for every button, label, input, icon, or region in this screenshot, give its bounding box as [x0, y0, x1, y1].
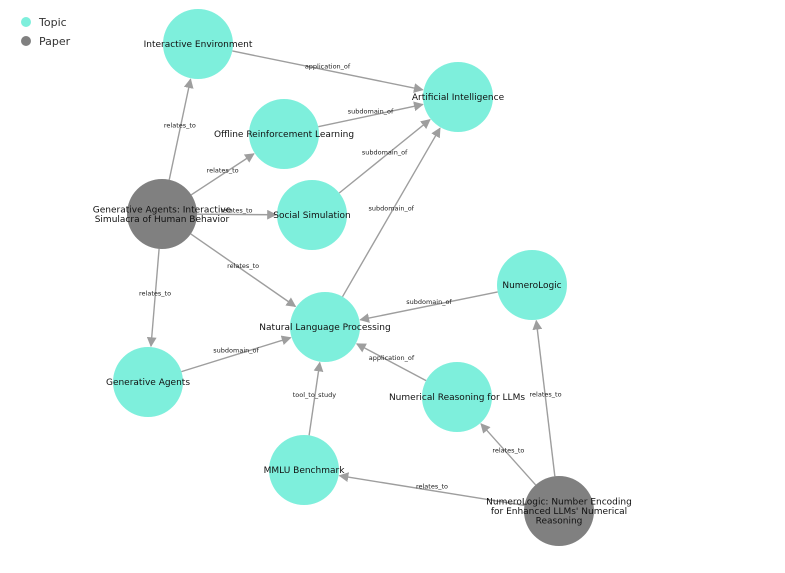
node-label: for Enhanced LLMs' Numerical	[491, 507, 627, 517]
legend-topic-swatch	[21, 17, 31, 27]
node-label: MMLU Benchmark	[264, 466, 346, 476]
edge-generative-agents-paper-to-generative-agents	[146, 248, 160, 348]
edge-generative-agents-paper-to-interactive-environment	[168, 78, 194, 180]
edge-generative-agents-paper-to-offline-rl	[190, 153, 255, 196]
edge-label: application_of	[369, 354, 415, 362]
edge-offline-rl-to-artificial-intelligence	[318, 101, 424, 128]
edge-generative-agents-paper-to-social-simulation	[196, 209, 277, 220]
node-artificial-intelligence[interactable]	[423, 62, 493, 132]
topic-node-circle[interactable]	[277, 180, 347, 250]
node-label: Generative Agents: Interactive	[93, 205, 232, 215]
node-label: Generative Agents	[106, 378, 190, 388]
node-numerologic[interactable]	[497, 250, 567, 320]
edge-interactive-environment-to-artificial-intelligence	[232, 50, 424, 93]
edge-numerologic-to-nlp	[359, 291, 498, 323]
edge-label: application_of	[305, 62, 351, 70]
edge-label: subdomain_of	[348, 108, 394, 116]
legend-topic-label: Topic	[38, 16, 67, 29]
node-label: Interactive Environment	[144, 40, 253, 50]
edge-label: relates_to	[416, 483, 448, 491]
node-numerologic-paper[interactable]	[524, 476, 594, 546]
node-mmlu[interactable]	[269, 435, 339, 505]
legend-paper-swatch	[21, 36, 31, 46]
node-label: Natural Language Processing	[259, 323, 390, 333]
topic-node-circle[interactable]	[113, 347, 183, 417]
edge-label: relates_to	[492, 446, 524, 454]
node-offline-rl[interactable]	[249, 99, 319, 169]
paper-node-circle[interactable]	[524, 476, 594, 546]
topic-node-circle[interactable]	[163, 9, 233, 79]
node-generative-agents[interactable]	[113, 347, 183, 417]
edge-generative-agents-paper-to-nlp	[190, 233, 297, 308]
edge-label: relates_to	[164, 121, 196, 129]
edge-label: tool_to_study	[293, 391, 337, 399]
node-generative-agents-paper[interactable]	[127, 179, 197, 249]
node-label: Offline Reinforcement Learning	[214, 130, 354, 140]
node-label: Simulacra of Human Behavior	[95, 215, 230, 225]
legend-paper-label: Paper	[39, 35, 71, 48]
edge-label: relates_to	[139, 290, 171, 298]
edge-numerologic-paper-to-numerologic	[532, 319, 556, 477]
edge-label: subdomain_of	[368, 204, 414, 212]
nodes	[113, 9, 594, 546]
legend-item-topic: Topic	[21, 16, 67, 29]
labels: application_ofsubdomain_ofsubdomain_ofsu…	[93, 40, 632, 527]
edge-label: subdomain_of	[406, 298, 452, 306]
topic-node-circle[interactable]	[269, 435, 339, 505]
edge-numerical-reasoning-to-nlp	[355, 343, 427, 382]
node-label: Artificial Intelligence	[412, 93, 505, 103]
edge-label: relates_to	[207, 166, 239, 174]
topic-node-circle[interactable]	[290, 292, 360, 362]
edge-label: relates_to	[227, 262, 259, 270]
node-label: NumeroLogic: Number Encoding	[486, 498, 632, 508]
node-social-simulation[interactable]	[277, 180, 347, 250]
legend: Topic Paper	[21, 16, 71, 48]
node-label: Numerical Reasoning for LLMs	[389, 393, 525, 403]
paper-node-circle[interactable]	[127, 179, 197, 249]
edge-social-simulation-to-artificial-intelligence	[338, 119, 431, 194]
edge-label: subdomain_of	[213, 347, 259, 355]
node-nlp[interactable]	[290, 292, 360, 362]
node-label: Reasoning	[536, 517, 583, 527]
edge-generative-agents-to-nlp	[181, 335, 292, 373]
topic-node-circle[interactable]	[249, 99, 319, 169]
edge-nlp-to-artificial-intelligence	[341, 127, 441, 298]
node-label: Social Simulation	[273, 211, 350, 221]
edge-label: relates_to	[220, 206, 252, 214]
topic-node-circle[interactable]	[423, 62, 493, 132]
topic-node-circle[interactable]	[497, 250, 567, 320]
edge-label: relates_to	[530, 390, 562, 398]
node-interactive-environment[interactable]	[163, 9, 233, 79]
edge-label: subdomain_of	[362, 148, 408, 156]
edge-numerologic-paper-to-mmlu	[338, 472, 525, 507]
legend-item-paper: Paper	[21, 35, 71, 48]
edges	[146, 50, 556, 507]
node-label: NumeroLogic	[502, 281, 561, 291]
topic-node-circle[interactable]	[422, 362, 492, 432]
node-numerical-reasoning[interactable]	[422, 362, 492, 432]
edge-mmlu-to-nlp	[308, 361, 324, 436]
edge-numerologic-paper-to-numerical-reasoning	[480, 423, 537, 486]
